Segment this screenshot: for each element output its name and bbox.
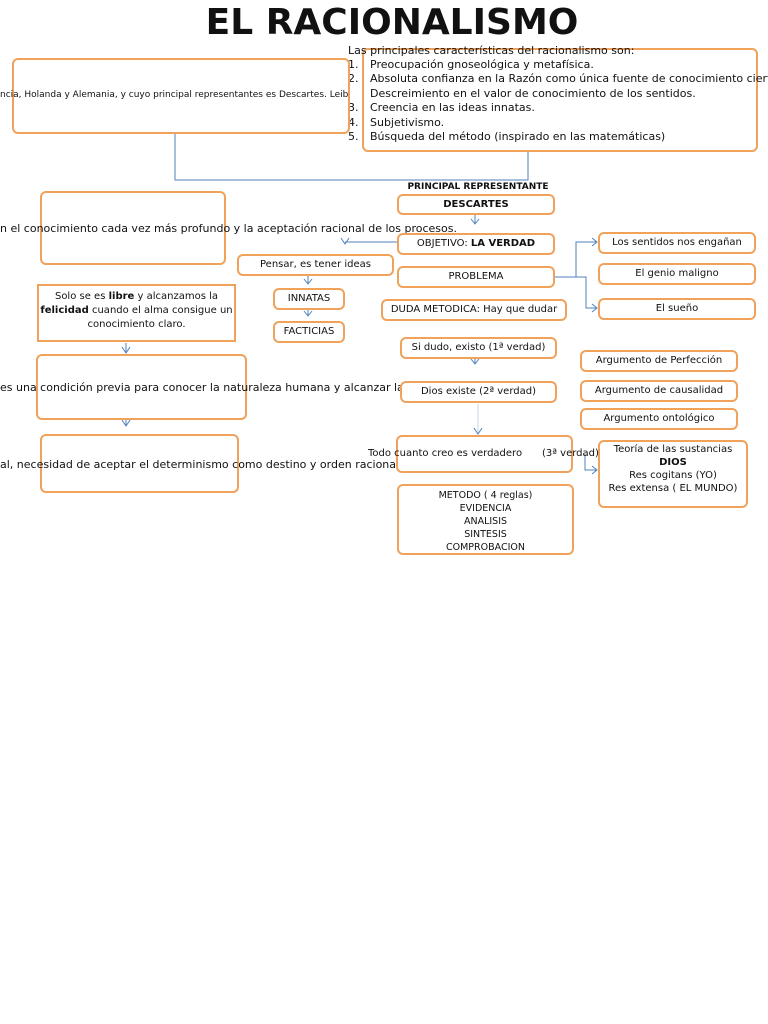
descartes-box: DESCARTES: [397, 194, 555, 215]
verdad3-text: Todo cuanto creo es verdadero: [368, 448, 523, 459]
knowledge-text: n el conocimiento cada vez más profundo …: [0, 222, 457, 235]
objetivo-box: OBJETIVO: LA VERDAD: [397, 233, 555, 255]
freedom-text: Solo se es libre y alcanzamos la felicid…: [40, 291, 233, 330]
causalidad-box: Argumento de causalidad: [580, 380, 738, 402]
sustancias-box: Teoría de las sustancias DIOS Res cogita…: [598, 440, 748, 508]
knowledge-box: [40, 191, 226, 265]
problema-sueno-connector: [555, 276, 597, 309]
problema-box: PROBLEMA: [397, 266, 555, 288]
verdad1-box: Si dudo, existo (1ª verdad): [400, 337, 557, 359]
metodo-rule: COMPROBACION: [446, 542, 525, 553]
verdad3-label: (3ª verdad): [542, 448, 599, 459]
condition-text: es una condición previa para conocer la …: [0, 381, 458, 394]
determinism-text: al, necesidad de aceptar el determinismo…: [0, 458, 403, 471]
characteristic-item: 2.Absoluta confianza en la Razón como ún…: [348, 72, 768, 86]
metodo-box: METODO ( 4 reglas) EVIDENCIA ANALISIS SI…: [397, 484, 574, 555]
metodo-rule: EVIDENCIA: [459, 503, 512, 514]
duda-box: DUDA METODICA: Hay que dudar: [381, 299, 567, 321]
characteristic-item: 4.Subjetivismo.: [348, 115, 445, 129]
origin-text: ncia, Holanda y Alemania, y cuyo princip…: [0, 90, 349, 100]
metodo-rule: SINTESIS: [464, 529, 507, 540]
characteristic-item: 5.Búsqueda del método (inspirado en las …: [348, 130, 666, 144]
metodo-title: METODO ( 4 reglas): [438, 490, 533, 501]
innatas-box: INNATAS: [273, 288, 345, 310]
characteristic-item: Descreimiento en el valor de conocimient…: [370, 86, 696, 100]
verdad3-box: [396, 435, 573, 473]
genio-box: El genio maligno: [598, 263, 756, 285]
sustancias-extensa: Res extensa ( EL MUNDO): [608, 483, 738, 494]
origin-box: [12, 58, 350, 134]
facticias-box: FACTICIAS: [273, 321, 345, 343]
perfeccion-box: Argumento de Perfección: [580, 350, 738, 372]
characteristics-list: 1.Preocupación gnoseológica y metafísica…: [348, 58, 768, 144]
principal-label: PRINCIPAL REPRESENTANTE: [407, 182, 549, 192]
top-bracket-connector: [174, 133, 529, 181]
page-title: EL RACIONALISMO: [205, 2, 579, 43]
sustancias-cogitans: Res cogitans (YO): [629, 470, 717, 481]
problema-sentidos-connector: [555, 241, 597, 278]
characteristics-intro: Las principales características del raci…: [348, 44, 635, 57]
sustancias-title: Teoría de las sustancias: [613, 444, 733, 455]
condition-box: [36, 354, 247, 420]
sueno-box: El sueño: [598, 298, 756, 320]
characteristic-item: 3.Creencia en las ideas innatas.: [348, 101, 535, 115]
characteristics-box: [362, 48, 758, 152]
characteristic-item: 1.Preocupación gnoseológica y metafísica…: [348, 58, 594, 71]
ontologico-box: Argumento ontológico: [580, 408, 738, 430]
determinism-box: [40, 434, 239, 493]
metodo-rule: ANALISIS: [463, 516, 508, 527]
pensar-box: Pensar, es tener ideas: [237, 254, 394, 276]
freedom-box: [37, 284, 236, 342]
sentidos-box: Los sentidos nos engañan: [598, 232, 756, 254]
verdad2-box: Dios existe (2ª verdad): [400, 381, 557, 403]
sustancias-dios: DIOS: [659, 457, 687, 468]
